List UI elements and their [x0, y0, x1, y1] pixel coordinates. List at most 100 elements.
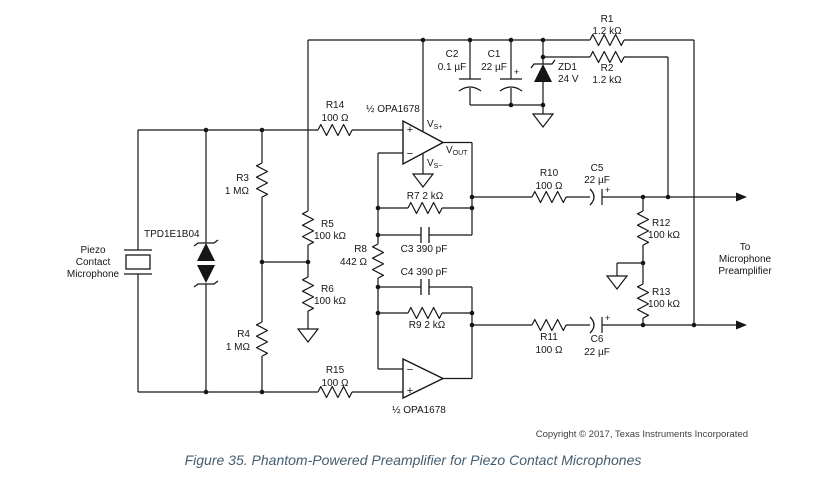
junction-dots: [203, 37, 697, 395]
opamp-bottom-part-label: ½ OPA1678: [392, 405, 446, 416]
piezo-label-line3: Microphone: [67, 269, 120, 280]
piezo-label-line2: Contact: [76, 257, 111, 268]
zener-diode-triangle: [534, 64, 552, 82]
capacitors: [420, 78, 595, 334]
r1-ref-label: R1: [601, 14, 614, 25]
c6-polarity-label: +: [605, 313, 610, 323]
junction-dot: [540, 102, 546, 108]
vs-minus-pin-label: VS−: [427, 158, 442, 170]
capacitor-c3: [420, 227, 430, 243]
junction-dot: [467, 37, 473, 43]
junction-dot: [259, 127, 265, 133]
output-label-line1: To: [740, 242, 751, 253]
c1-value-label: 22 µF: [481, 62, 507, 73]
junction-dot: [540, 54, 546, 60]
junction-dot: [540, 37, 546, 43]
c5-ref-label: C5: [591, 163, 604, 174]
output-label-line2: Microphone: [719, 254, 772, 265]
junction-dot: [259, 389, 265, 395]
c1-ref-label: C1: [488, 49, 501, 60]
piezo-plates: [124, 249, 152, 275]
c3-label: C3 390 pF: [401, 244, 448, 255]
r12-value-label: 100 kΩ: [648, 230, 680, 241]
r14-ref-label: R14: [326, 100, 345, 111]
piezo-crystal-body: [125, 254, 151, 270]
r11-value-label: 100 Ω: [536, 345, 563, 356]
ground-r6-icon: [296, 328, 320, 343]
r3-ref-label: R3: [236, 173, 249, 184]
junction-dot: [508, 102, 514, 108]
opamps: [402, 119, 445, 400]
circuit-wires: [137, 39, 736, 393]
r15-value-label: 100 Ω: [322, 378, 349, 389]
vs-plus-pin-label: VS+: [427, 119, 442, 131]
vout-main: V: [446, 145, 453, 156]
junction-dot: [469, 310, 475, 316]
ground-zd1-icon: [531, 113, 555, 128]
junction-dot: [640, 260, 646, 266]
junction-dot: [375, 205, 381, 211]
r13-value-label: 100 kΩ: [648, 299, 680, 310]
tvs-diode: [193, 239, 219, 288]
vout-pin-label: VOUT: [446, 145, 468, 157]
output-arrow-bottom: [736, 320, 747, 330]
r6-value-label: 100 kΩ: [314, 296, 346, 307]
resistor-r4: [255, 321, 269, 357]
tvs-bottom-cathode-bar: [193, 280, 219, 288]
r12-ref-label: R12: [652, 218, 671, 229]
c5-value-label: 22 µF: [584, 175, 610, 186]
r5-value-label: 100 kΩ: [314, 231, 346, 242]
schematic-figure-35: R1 1.2 kΩ R2 1.2 kΩ ZD1 24 V C2 0.1 µF C…: [67, 14, 772, 440]
r6-ref-label: R6: [321, 284, 334, 295]
vs-plus-sub: S+: [434, 124, 443, 131]
r7-label: R7 2 kΩ: [407, 191, 444, 202]
vs-plus-main: V: [427, 119, 434, 130]
vout-sub: OUT: [453, 150, 469, 157]
junction-dot: [508, 37, 514, 43]
vs-minus-sub: S−: [434, 163, 443, 170]
r10-value-label: 100 Ω: [536, 181, 563, 192]
capacitor-c5: [589, 188, 595, 206]
capacitor-c2: [458, 78, 482, 92]
tvs-top-diode: [197, 243, 215, 261]
copyright-notice: Copyright © 2017, Texas Instruments Inco…: [536, 429, 748, 440]
junction-dot: [203, 127, 209, 133]
resistor-r14: [317, 123, 353, 137]
tvs-bottom-diode: [197, 265, 215, 283]
zener-zd1: [530, 59, 556, 82]
opamp-top-part-label: ½ OPA1678: [366, 104, 420, 115]
resistor-r12: [636, 210, 650, 246]
zd1-ref-label: ZD1: [558, 62, 577, 73]
opamp-bottom-minus-input: −: [407, 364, 413, 376]
output-arrow-top: [736, 192, 747, 202]
c6-value-label: 22 µF: [584, 347, 610, 358]
r8-value-label: 442 Ω: [340, 257, 367, 268]
zd1-value-label: 24 V: [558, 74, 579, 85]
r2-ref-label: R2: [601, 63, 614, 74]
junction-dot: [665, 194, 671, 200]
resistor-r8: [371, 243, 385, 279]
c2-ref-label: C2: [446, 49, 459, 60]
output-label-line3: Preamplifier: [718, 266, 772, 277]
opamp-top-plus-input: +: [407, 124, 413, 136]
r2-value-label: 1.2 kΩ: [592, 75, 622, 86]
r8-ref-label: R8: [354, 244, 367, 255]
figure-caption: Figure 35. Phantom-Powered Preamplifier …: [184, 452, 642, 468]
c5-polarity-label: +: [605, 185, 610, 195]
ground-symbols: [296, 113, 629, 343]
c4-label: C4 390 pF: [401, 267, 448, 278]
junction-dot: [259, 259, 265, 265]
resistor-r13: [636, 283, 650, 319]
junction-dot: [640, 194, 646, 200]
resistors: [255, 33, 650, 399]
piezo-label-line1: Piezo: [80, 245, 105, 256]
r5-ref-label: R5: [321, 219, 334, 230]
r4-value-label: 1 MΩ: [226, 342, 251, 353]
r1-value-label: 1.2 kΩ: [592, 26, 622, 37]
tvs-part-label: TPD1E1B04: [144, 229, 200, 240]
c6-ref-label: C6: [591, 334, 604, 345]
vs-minus-main: V: [427, 158, 434, 169]
r13-ref-label: R13: [652, 287, 671, 298]
opamp-bottom-plus-input: +: [407, 385, 413, 397]
